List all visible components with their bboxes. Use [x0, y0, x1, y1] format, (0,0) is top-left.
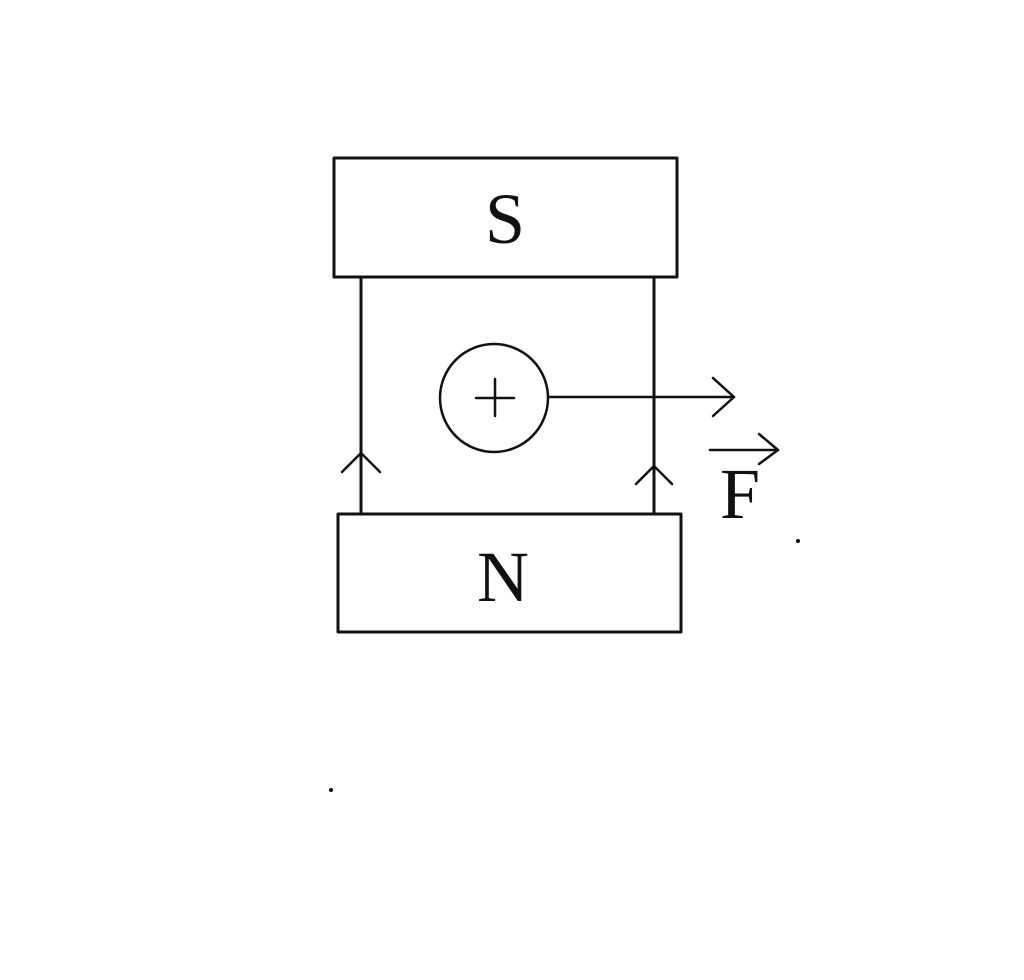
current-carrying-conductor	[438, 342, 550, 454]
force-vector-label: F	[708, 432, 780, 534]
field-line-right-arrowhead	[634, 464, 674, 486]
stray-dot	[329, 788, 333, 792]
south-pole-label: S	[485, 179, 525, 259]
field-line-left-arrowhead	[340, 451, 382, 474]
force-arrow	[547, 376, 736, 418]
north-pole-magnet: N	[336, 512, 683, 634]
conductor-circle	[438, 342, 550, 454]
stray-dot	[796, 539, 800, 543]
vector-arrow-head	[757, 432, 780, 466]
field-line-right	[634, 276, 674, 515]
north-pole-label: N	[477, 537, 529, 617]
force-label: F	[720, 454, 760, 534]
south-pole-block	[332, 156, 679, 279]
force-arrow-head	[711, 376, 736, 418]
north-pole-block	[336, 512, 683, 634]
south-pole-magnet: S	[332, 156, 679, 279]
field-line-left	[340, 276, 382, 515]
